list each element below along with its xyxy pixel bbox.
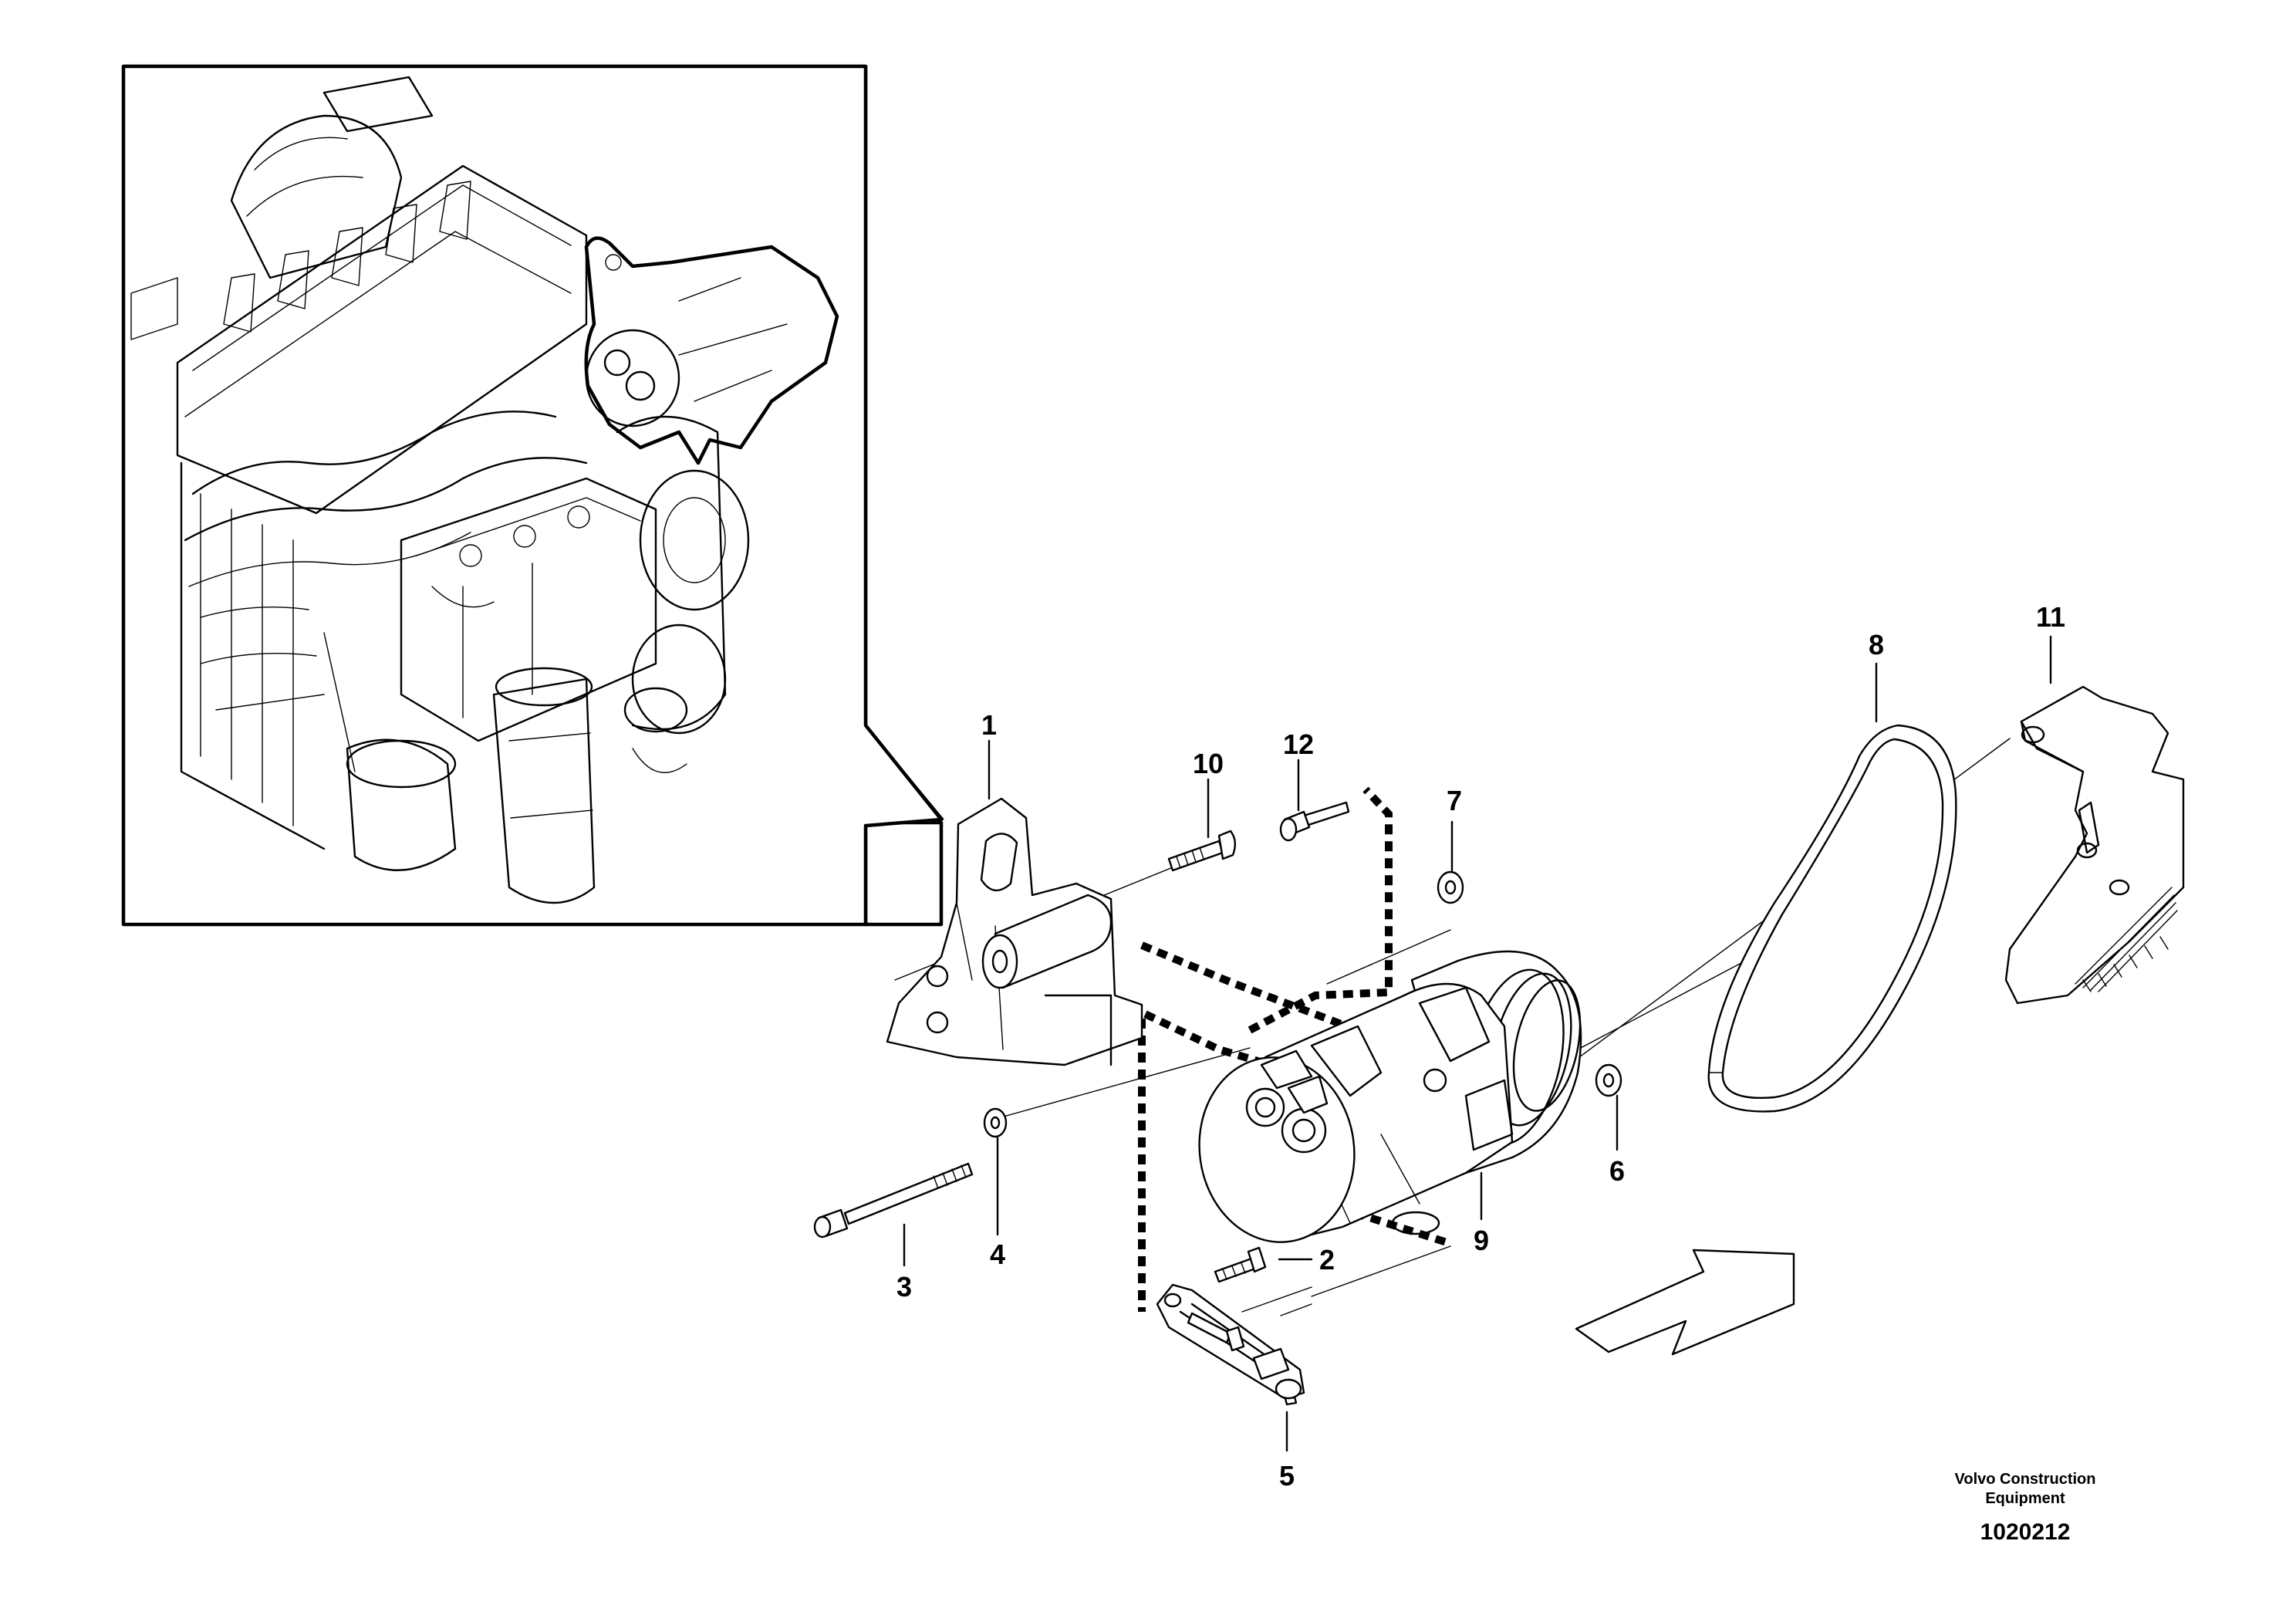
view-direction-arrow-icon [1575,1249,1795,1356]
callout-3: 3 [896,1271,912,1303]
part-1-bracket [886,797,1143,1066]
callout-2: 2 [1319,1244,1335,1276]
callout-4: 4 [990,1238,1005,1270]
inset-compressor-highlight [584,236,839,465]
part-10-bolt [1167,830,1237,872]
callout-1: 1 [981,709,997,741]
callout-5: 5 [1279,1460,1295,1492]
company-name-line1: Volvo Construction [1955,1471,2096,1488]
engine-block-illustration [130,76,750,904]
part-12-flange-bolt [1279,801,1350,842]
callout-10: 10 [1193,748,1224,779]
document-number: 1020212 [1980,1519,2071,1545]
part-9-compressor [1198,950,1582,1243]
callout-11: 11 [2036,601,2065,633]
callout-labels: 1 10 12 7 8 11 6 9 2 3 4 5 [896,601,2065,1492]
part-6-washer [1595,1063,1622,1097]
part-8-belt [1707,724,1957,1113]
company-name-line2: Equipment [1985,1490,2065,1507]
part-7-washer [1437,870,1464,904]
part-5-adjusting-bracket [1156,1283,1312,1406]
callout-6: 6 [1609,1155,1625,1187]
callout-leaders [903,635,2052,1452]
callout-9: 9 [1474,1225,1489,1256]
part-4-washer [983,1107,1008,1138]
footer: Volvo Construction Equipment 1020212 [1955,1471,2096,1545]
part-2-bolt [1214,1246,1267,1283]
callout-7: 7 [1447,785,1462,816]
callout-8: 8 [1869,629,1884,661]
engine-inset [121,64,944,927]
callout-12: 12 [1283,728,1314,760]
part-11-belt-guard [2004,685,2185,1005]
part-3-long-bolt [813,1162,974,1238]
